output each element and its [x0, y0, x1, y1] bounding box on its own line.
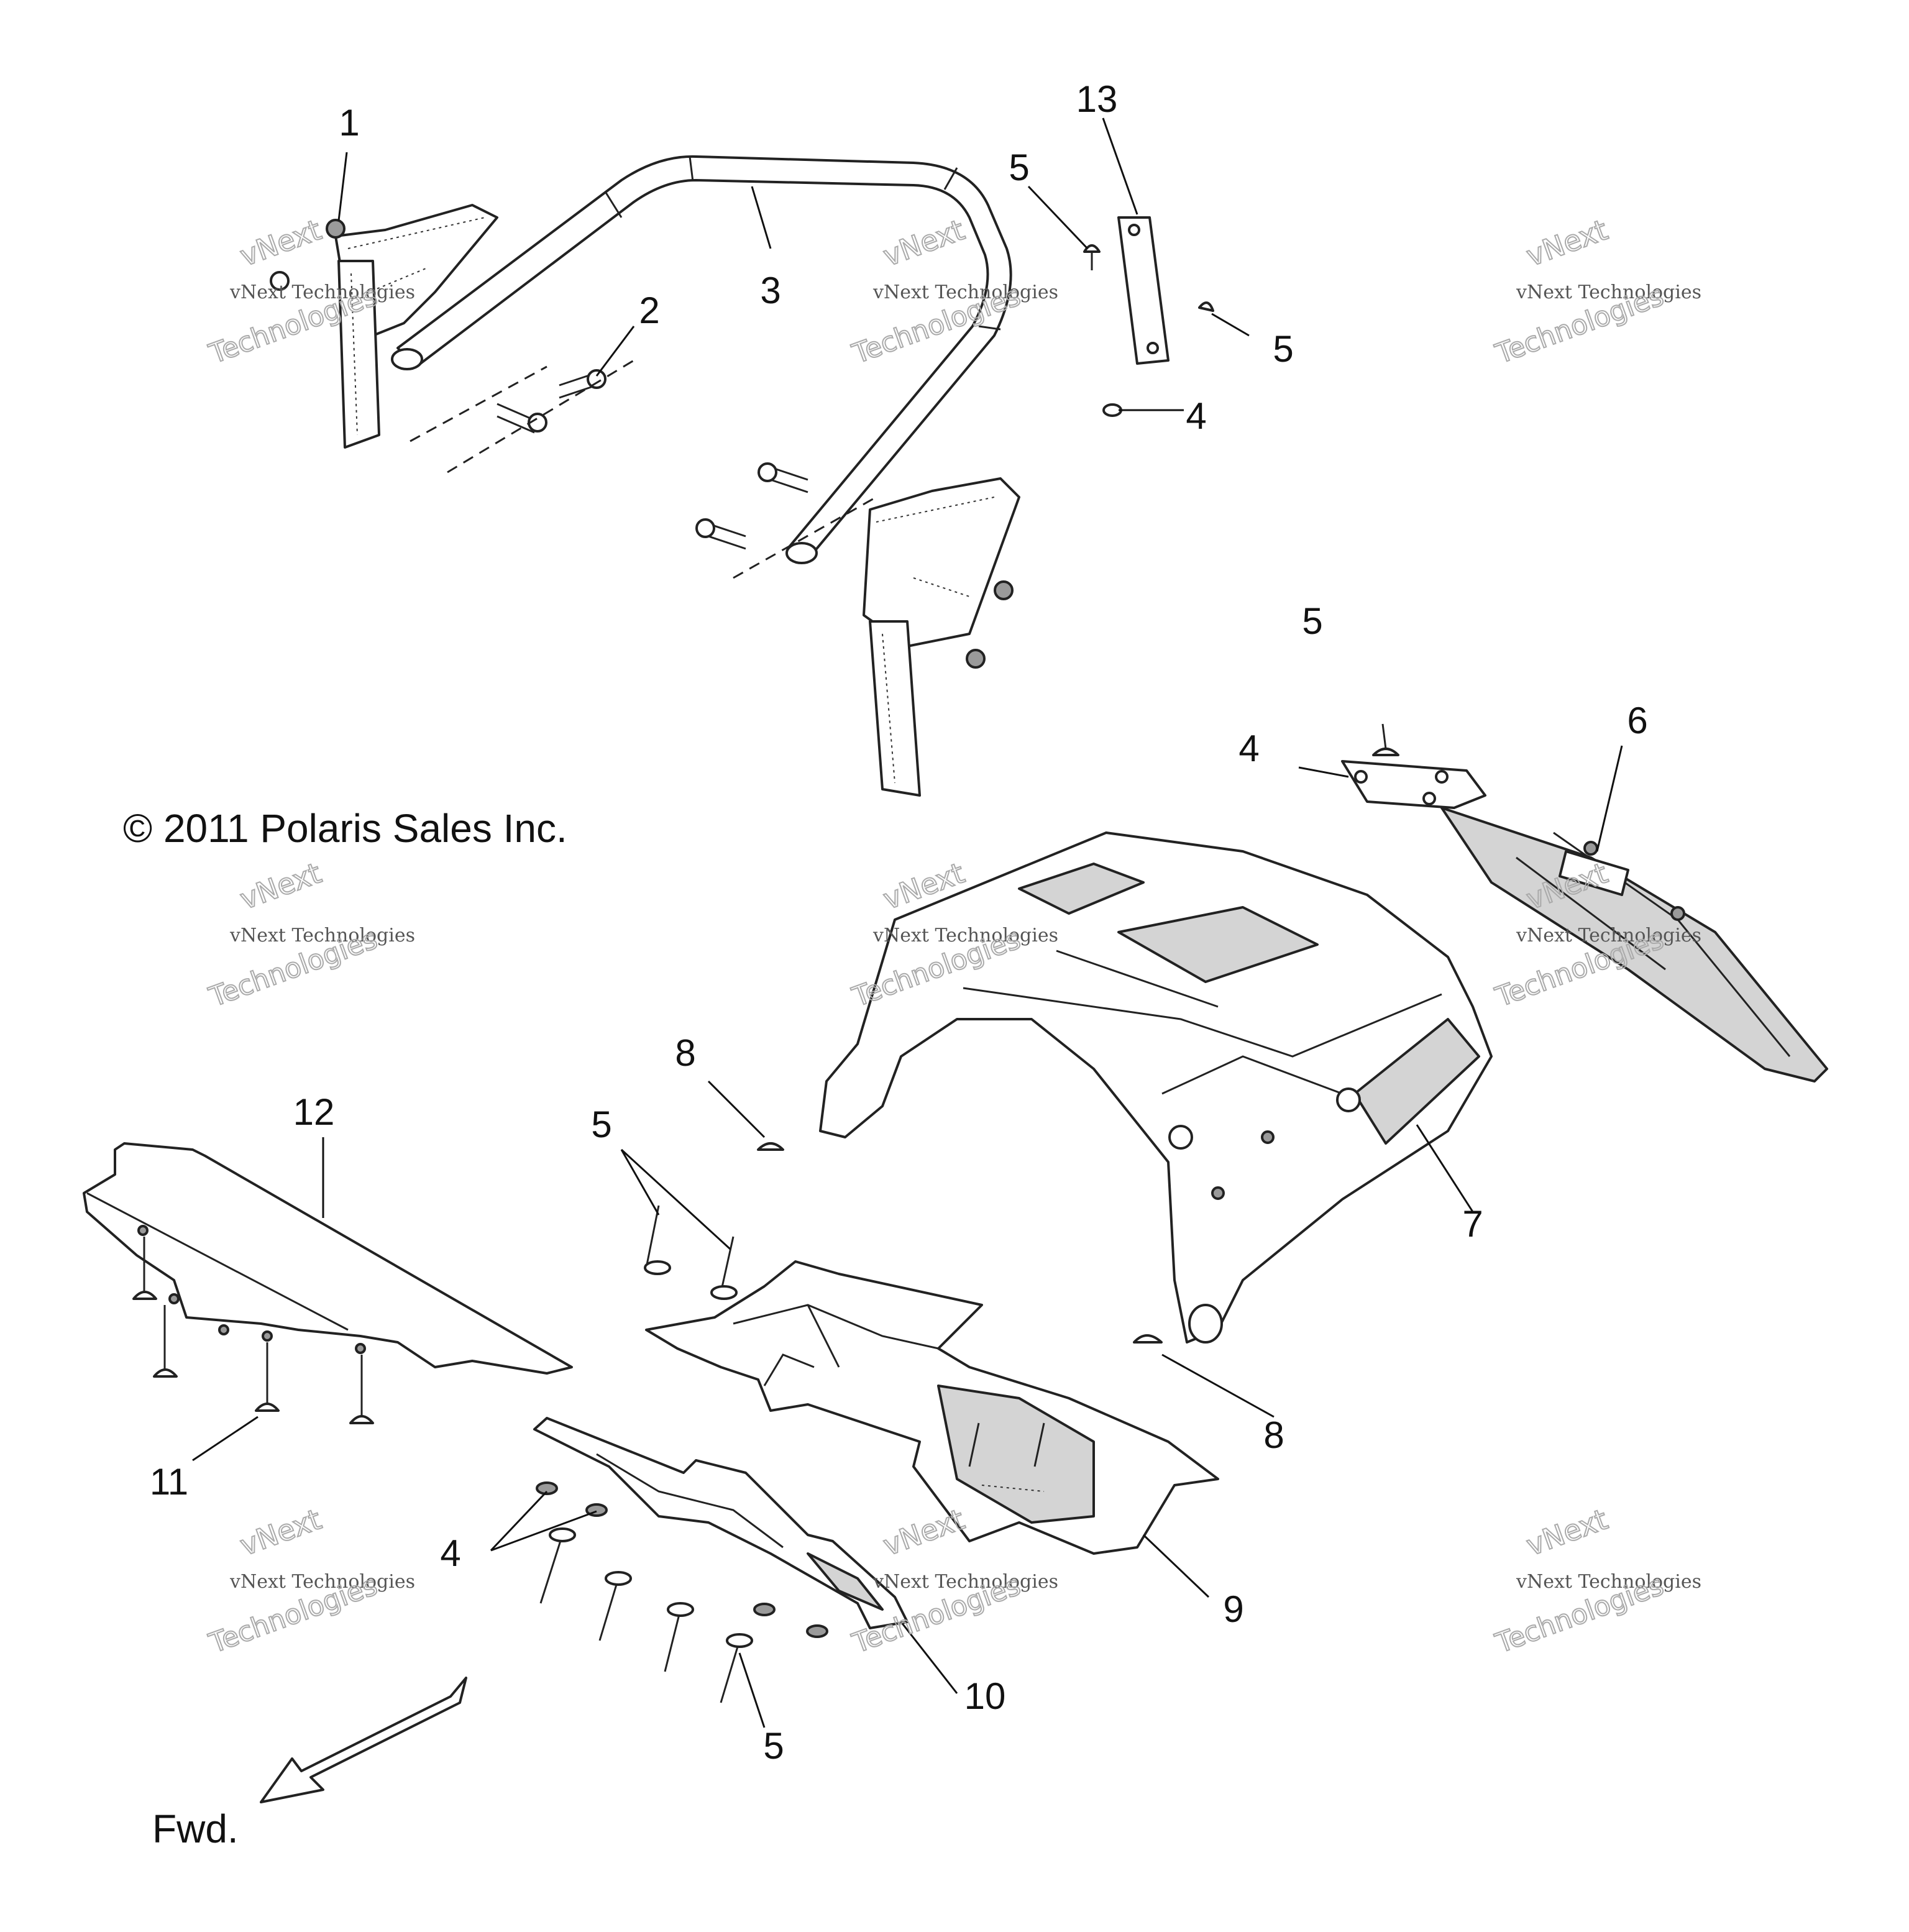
callout-8-lower: 8 — [1263, 1414, 1284, 1456]
roll-bar — [391, 155, 1012, 564]
front-bottom-panel — [533, 1417, 909, 1629]
svg-text:vNext: vNext — [236, 1502, 326, 1562]
svg-text:vNext Technologies: vNext Technologies — [229, 1571, 415, 1593]
svg-text:vNext Technologies: vNext Technologies — [872, 1571, 1058, 1593]
svg-text:vNext: vNext — [236, 213, 326, 273]
callout-9: 9 — [1223, 1588, 1243, 1630]
callout-12: 12 — [293, 1091, 335, 1133]
callout-4-top: 4 — [1186, 395, 1206, 437]
nuts — [270, 219, 1014, 669]
watermark-top-center: vNext Technologies vNext Technologies — [848, 212, 1058, 370]
rivets — [536, 1142, 1163, 1703]
alignment-lines — [410, 359, 877, 579]
center-panel — [645, 1260, 1219, 1555]
forward-arrow — [260, 1677, 467, 1803]
svg-text:vNext: vNext — [879, 213, 969, 273]
strap — [1083, 216, 1214, 417]
callout-5-side: 5 — [1302, 600, 1322, 642]
svg-text:vNext Technologies: vNext Technologies — [1516, 925, 1701, 946]
svg-text:vNext: vNext — [1522, 213, 1612, 273]
callout-5-top: 5 — [1009, 147, 1029, 188]
callout-7: 7 — [1462, 1203, 1483, 1245]
callout-13: 13 — [1076, 78, 1118, 120]
watermark-bottom-right: vNext Technologies vNext Technologies — [1491, 1501, 1701, 1660]
svg-text:vNext Technologies: vNext Technologies — [229, 925, 415, 946]
watermark-middle-left: vNext Technologies vNext Technologies — [204, 855, 415, 1014]
svg-text:vNext Technologies: vNext Technologies — [1516, 282, 1701, 303]
watermark-bottom-left: vNext Technologies vNext Technologies — [204, 1501, 415, 1660]
watermark-top-right: vNext Technologies vNext Technologies — [1491, 212, 1701, 370]
cargo-box-cover — [819, 831, 1493, 1344]
svg-text:vNext: vNext — [1522, 1502, 1612, 1562]
callout-5-center: 5 — [591, 1104, 611, 1145]
copyright-notice: © 2011 Polaris Sales Inc. — [123, 806, 567, 851]
right-mount-bracket — [863, 477, 1020, 797]
callout-5-right: 5 — [1273, 328, 1293, 370]
bolts — [497, 369, 808, 550]
svg-text:vNext: vNext — [879, 1502, 969, 1562]
callout-8-upper: 8 — [675, 1032, 695, 1074]
screws — [132, 1237, 374, 1424]
callout-6: 6 — [1627, 700, 1647, 741]
left-mount-bracket — [334, 204, 498, 449]
svg-text:vNext: vNext — [236, 856, 326, 916]
side-panel — [1341, 723, 1828, 1083]
callout-11: 11 — [150, 1461, 188, 1503]
svg-text:vNext Technologies: vNext Technologies — [872, 925, 1058, 946]
callout-4-bottom: 4 — [440, 1532, 460, 1574]
svg-text:vNext Technologies: vNext Technologies — [872, 282, 1058, 303]
leader-lines — [192, 117, 1623, 1728]
callout-4-side: 4 — [1238, 728, 1259, 769]
svg-text:vNext Technologies: vNext Technologies — [229, 282, 415, 303]
callout-2: 2 — [639, 290, 659, 331]
callout-1: 1 — [339, 102, 359, 144]
callout-3: 3 — [760, 270, 781, 311]
floor-panel — [83, 1142, 573, 1375]
svg-text:vNext Technologies: vNext Technologies — [1516, 1571, 1701, 1593]
callout-10: 10 — [964, 1675, 1006, 1717]
forward-label: Fwd. — [152, 1806, 239, 1851]
callout-5-bottom: 5 — [763, 1725, 784, 1767]
